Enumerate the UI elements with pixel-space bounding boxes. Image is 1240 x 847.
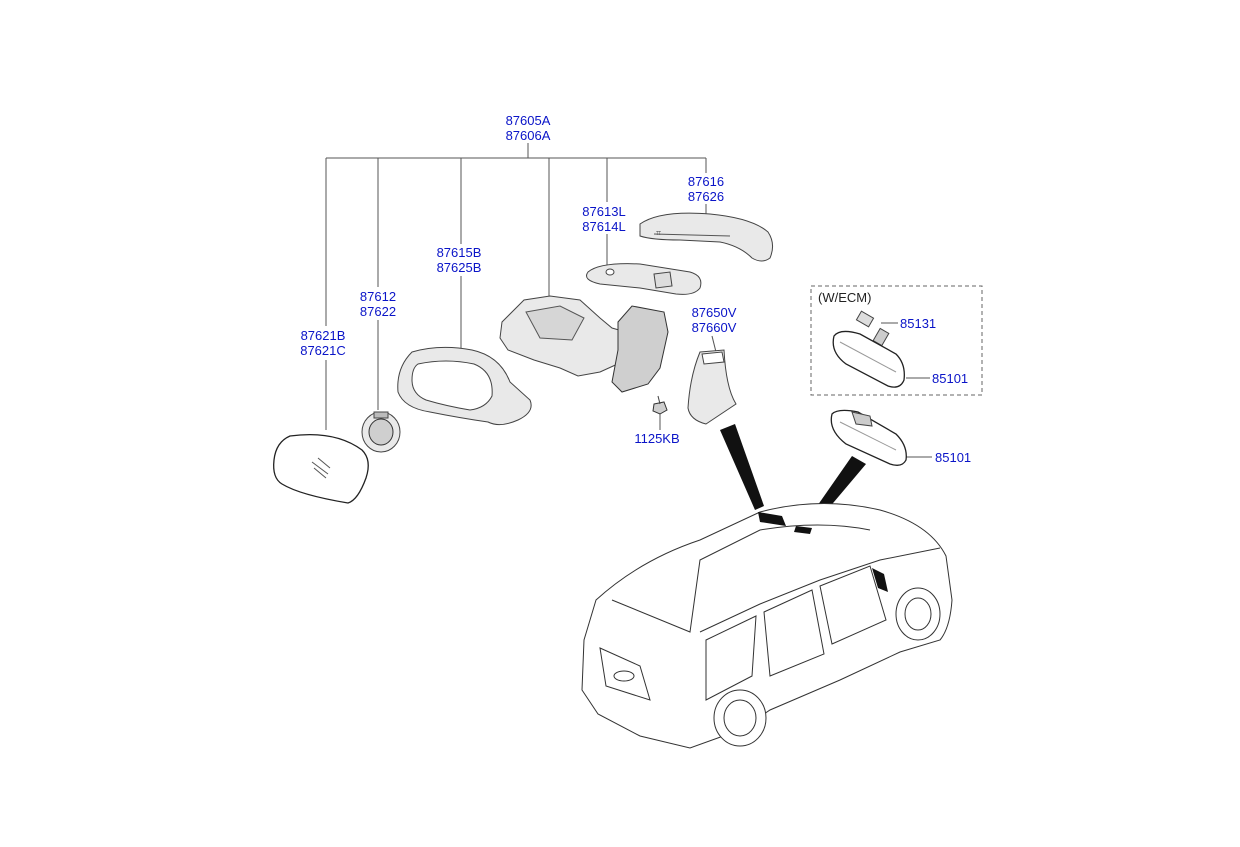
side-lamp-icon xyxy=(687,349,737,425)
leader-lines xyxy=(325,143,932,458)
inside-rearview-mirror-icon xyxy=(830,409,907,466)
callout-actuator-1[interactable]: 87612 xyxy=(360,289,396,304)
minivan-icon xyxy=(581,503,953,749)
callout-housing-2[interactable]: 87625B xyxy=(437,260,482,275)
callout-housing-1[interactable]: 87615B xyxy=(437,245,482,260)
mirror-base-icon xyxy=(499,295,669,393)
ecm-option-note: (W/ECM) xyxy=(818,290,871,305)
turn-signal-lamp-icon xyxy=(586,263,702,295)
callout-actuator-2[interactable]: 87622 xyxy=(360,304,396,319)
callout-glass-2[interactable]: 87621C xyxy=(300,343,346,358)
callout-assembly-1[interactable]: 87605A xyxy=(506,113,551,128)
callout-turn-lamp-2[interactable]: 87614L xyxy=(582,219,625,234)
screw-icon xyxy=(652,395,668,415)
ecm-option-box xyxy=(810,285,983,396)
ecm-connector-icon xyxy=(855,310,890,347)
callout-assembly-2[interactable]: 87606A xyxy=(506,128,551,143)
callout-side-lamp-2[interactable]: 87660V xyxy=(692,320,737,335)
mirror-cover-icon: ⌗ xyxy=(639,212,774,262)
mirror-actuator-icon xyxy=(361,411,401,453)
callout-cover-1[interactable]: 87616 xyxy=(688,174,724,189)
callout-side-lamp-1[interactable]: 87650V xyxy=(692,305,737,320)
callout-screw[interactable]: 1125KB xyxy=(634,431,679,446)
callout-glass-1[interactable]: 87621B xyxy=(301,328,346,343)
callout-turn-lamp-1[interactable]: 87613L xyxy=(582,204,625,219)
callout-inside-mirror[interactable]: 85101 xyxy=(935,450,971,465)
callout-ecm-connector[interactable]: 85131 xyxy=(900,316,936,331)
callout-labels: 87605A 87606A 87616 87626 87613L 87614L … xyxy=(300,113,971,465)
callout-ecm-mirror[interactable]: 85101 xyxy=(932,371,968,386)
inside-rearview-mirror-icon xyxy=(832,330,905,388)
mirror-housing-icon xyxy=(397,346,532,426)
svg-text:⌗: ⌗ xyxy=(656,228,661,238)
mirror-glass-icon xyxy=(273,433,369,504)
callout-cover-2[interactable]: 87626 xyxy=(688,189,724,204)
